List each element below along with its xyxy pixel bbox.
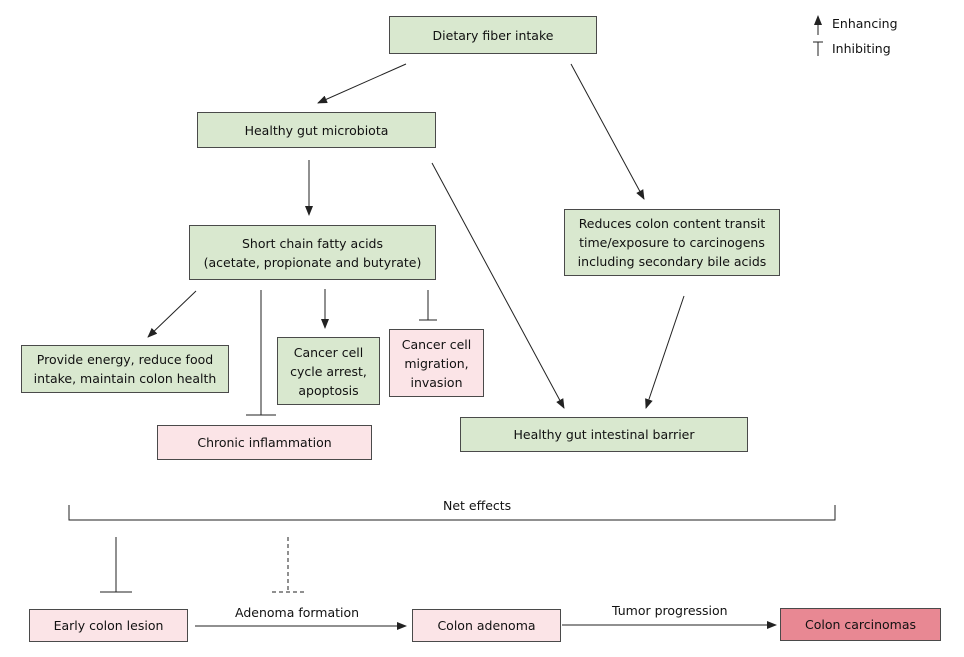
node-cancer-cell-cycle-arrest: Cancer cell cycle arrest, apoptosis — [277, 337, 380, 405]
legend-inhibiting-label: Inhibiting — [832, 41, 891, 56]
node-colon-adenoma: Colon adenoma — [412, 609, 561, 642]
adenoma-formation-label: Adenoma formation — [235, 605, 360, 620]
arrow-scfa-to-energy — [147, 290, 197, 338]
node-early-colon-lesion: Early colon lesion — [29, 609, 188, 642]
net-effects-label: Net effects — [443, 498, 512, 513]
net-effects-bracket — [68, 505, 836, 521]
arrow-transit-to-barrier — [645, 295, 685, 409]
node-short-chain-fatty-acids: Short chain fatty acids (acetate, propio… — [189, 225, 436, 280]
node-healthy-gut-microbiota: Healthy gut microbiota — [197, 112, 436, 148]
arrow-fiber-to-transit — [570, 63, 645, 200]
node-dietary-fiber-intake: Dietary fiber intake — [389, 16, 597, 54]
arrow-microbiota-to-barrier — [431, 162, 565, 409]
node-cancer-cell-migration: Cancer cell migration, invasion — [389, 329, 484, 397]
node-reduces-transit-time: Reduces colon content transit time/expos… — [564, 209, 780, 276]
legend-enhancing-label: Enhancing — [832, 16, 898, 31]
node-chronic-inflammation: Chronic inflammation — [157, 425, 372, 460]
arrow-fiber-to-microbiota — [317, 63, 407, 104]
node-healthy-gut-intestinal-barrier: Healthy gut intestinal barrier — [460, 417, 748, 452]
node-colon-carcinomas: Colon carcinomas — [780, 608, 941, 641]
tumor-progression-label: Tumor progression — [612, 603, 728, 618]
node-provide-energy: Provide energy, reduce food intake, main… — [21, 345, 229, 393]
